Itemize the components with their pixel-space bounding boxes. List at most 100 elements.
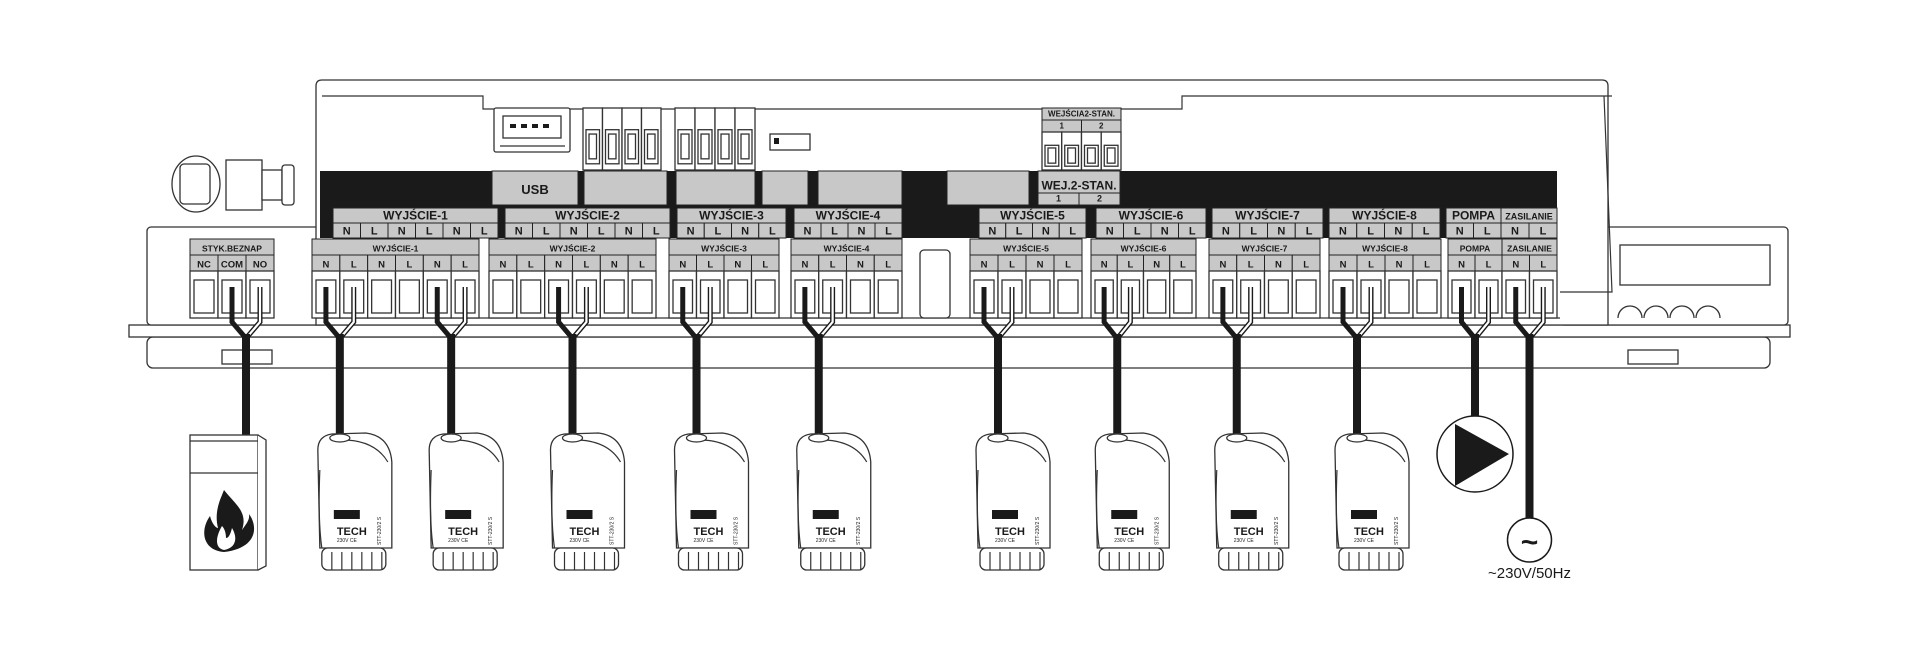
terminal-label: N	[515, 226, 523, 238]
group-label: WYJŚCIE-6	[1119, 208, 1184, 223]
group-label: WYJŚCIE-4	[824, 243, 870, 254]
actuator-brand: TECH	[995, 526, 1025, 538]
actuator-voltage: 230V CE	[816, 538, 837, 544]
screw-terminal[interactable]	[599, 270, 629, 319]
terminal-label: N	[679, 260, 686, 271]
tech-chip-icon	[1230, 510, 1257, 519]
screw-terminal[interactable]	[189, 270, 219, 319]
actuator-brand: TECH	[448, 526, 478, 538]
screw-terminal[interactable]	[873, 270, 903, 319]
actuator-model: STT-230/2 S	[1035, 516, 1041, 545]
screw-terminal[interactable]	[1263, 270, 1293, 319]
terminal-label: L	[639, 260, 645, 271]
actuator-voltage: 230V CE	[1114, 538, 1135, 544]
terminal-label: L	[528, 260, 534, 271]
inputs-terminal-block[interactable]	[1041, 131, 1122, 171]
terminal-label: N	[981, 260, 988, 271]
group-label: WYJŚCIE-1	[373, 243, 419, 254]
label-plate	[946, 170, 1030, 206]
wire-pair	[1340, 287, 1374, 435]
knob	[1695, 305, 1721, 319]
screw-terminal[interactable]	[1053, 270, 1083, 319]
screw-terminal[interactable]	[516, 270, 546, 319]
screw-terminal[interactable]	[1291, 270, 1321, 319]
terminal-label: N	[1161, 226, 1169, 238]
terminal-label: N	[398, 226, 406, 238]
terminal-label: N	[1222, 226, 1230, 238]
terminal-label: N	[1339, 226, 1347, 238]
screw-terminal[interactable]	[394, 270, 424, 319]
screw-terminal[interactable]	[723, 270, 753, 319]
terminal-label: 2	[1097, 194, 1102, 204]
screw-terminal[interactable]	[1384, 270, 1414, 319]
screw-terminal[interactable]	[845, 270, 875, 319]
actuator-model: STT-230/2 S	[734, 516, 740, 545]
wire-pair	[229, 287, 263, 435]
terminal-label: L	[1367, 226, 1374, 238]
actuator-voltage: 230V CE	[1354, 538, 1375, 544]
usb-port[interactable]	[493, 107, 571, 153]
terminal-block[interactable]	[582, 107, 662, 171]
actuator-brand: TECH	[694, 526, 724, 538]
ac-symbol: ~	[1521, 526, 1539, 559]
terminal-label: N	[343, 226, 351, 238]
terminal-label: L	[1009, 260, 1015, 271]
screw-terminal[interactable]	[488, 270, 518, 319]
terminal-label: 1	[1056, 194, 1061, 204]
ac-source-icon	[1506, 517, 1553, 563]
wire-pair	[1459, 287, 1491, 418]
screw-terminal[interactable]	[627, 270, 657, 319]
screw-terminal[interactable]	[367, 270, 397, 319]
screw-terminal[interactable]	[1142, 270, 1171, 319]
group-label: WYJŚCIE-5	[1003, 243, 1049, 254]
actuator-brand: TECH	[570, 526, 600, 538]
terminal-label: L	[1540, 226, 1547, 238]
actuator-voltage: 230V CE	[448, 538, 469, 544]
group-label: WYJŚCIE-3	[699, 208, 764, 223]
screw-terminal[interactable]	[1169, 270, 1197, 319]
terminal-label: L	[1248, 260, 1254, 271]
terminal-label: L	[462, 260, 468, 271]
terminal-label: N	[741, 226, 749, 238]
terminal-label: N	[1396, 260, 1403, 271]
tech-chip-icon	[1351, 510, 1377, 519]
terminal-label: N	[1512, 260, 1519, 271]
terminal-label: L	[1250, 226, 1257, 238]
group-label: WYJŚCIE-8	[1352, 208, 1417, 223]
terminal-label: N	[687, 226, 695, 238]
screw-terminal[interactable]	[1412, 270, 1442, 319]
cable	[242, 334, 250, 435]
terminal-block[interactable]	[674, 107, 756, 171]
power-supply: ~~230V/50Hz	[1488, 517, 1571, 582]
label-plate	[491, 170, 579, 206]
terminal-label: L	[1127, 260, 1133, 271]
screw-terminal[interactable]	[1025, 270, 1055, 319]
dip-switch[interactable]	[769, 133, 811, 151]
wire-pair	[802, 287, 836, 435]
actuator-brand: TECH	[816, 526, 846, 538]
terminal-label: N	[1037, 260, 1044, 271]
group-label: WYJŚCIE-4	[816, 208, 881, 223]
screw-terminal[interactable]	[750, 270, 780, 319]
terminal-label: N	[1101, 260, 1108, 271]
terminal-label: N	[378, 260, 385, 271]
actuator-model: STT-230/2 S	[856, 516, 862, 545]
terminal-label: L	[1368, 260, 1374, 271]
terminal-label: N	[1275, 260, 1282, 271]
